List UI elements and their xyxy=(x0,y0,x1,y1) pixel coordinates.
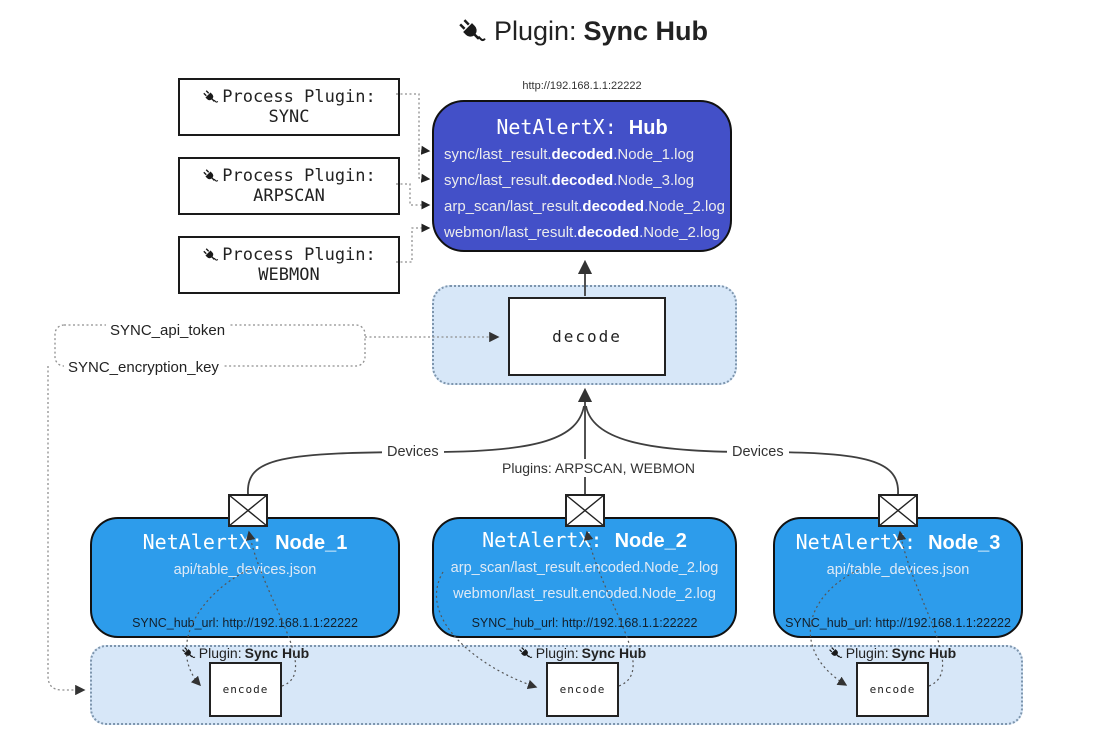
edge-sync-to-hub-1 xyxy=(396,93,431,155)
process-plugin-webmon: Process Plugin: WEBMON xyxy=(178,236,400,294)
hub-log-line: sync/last_result.decoded.Node_1.log xyxy=(444,146,695,163)
decode-box: decode xyxy=(508,297,666,376)
edge-sync-to-hub-2 xyxy=(418,150,431,183)
encode-box: encode xyxy=(856,662,929,717)
encode-section-label: Plugin: Sync Hub xyxy=(482,645,682,661)
encode-section-label: Plugin: Sync Hub xyxy=(145,645,345,661)
plug-icon xyxy=(199,243,223,267)
encode-box: encode xyxy=(546,662,619,717)
edge-label-plugins: Plugins: ARPSCAN, WEBMON xyxy=(497,459,700,477)
plug-icon xyxy=(178,642,199,663)
hub-log-line: arp_scan/last_result.decoded.Node_2.log xyxy=(444,198,725,215)
edge-label-devices-left: Devices xyxy=(382,443,444,461)
node-3-box: NetAlertX: Node_3 api/table_devices.json… xyxy=(773,517,1023,638)
plug-icon xyxy=(451,10,493,52)
process-plugin-label: Process Plugin: xyxy=(222,166,376,186)
node-footer: SYNC_hub_url: http://192.168.1.1:22222 xyxy=(471,616,698,630)
edge-webmon-to-hub xyxy=(396,223,431,263)
process-plugin-sync: Process Plugin: SYNC xyxy=(178,78,400,136)
node-line: api/table_devices.json xyxy=(173,562,317,578)
hub-box: NetAlertX: Hub sync/last_result.decoded.… xyxy=(432,100,732,252)
plug-icon xyxy=(515,642,536,663)
plug-icon xyxy=(199,164,223,188)
node-title: NetAlertX: Node_1 xyxy=(142,530,348,554)
plug-icon xyxy=(199,85,223,109)
node-line: api/table_devices.json xyxy=(826,562,970,578)
node-line: webmon/last_result.encoded.Node_2.log xyxy=(453,586,716,602)
edge-label-devices-right: Devices xyxy=(727,443,789,461)
node-footer: SYNC_hub_url: http://192.168.1.1:22222 xyxy=(785,616,1011,630)
envelope-icon xyxy=(878,494,918,527)
process-plugin-arpscan: Process Plugin: ARPSCAN xyxy=(178,157,400,215)
encode-box: encode xyxy=(209,662,282,717)
envelope-icon xyxy=(228,494,268,527)
page-title-bold: Sync Hub xyxy=(583,16,709,46)
edge-arpscan-to-hub xyxy=(396,183,431,210)
process-plugin-name: WEBMON xyxy=(258,265,320,285)
page-title-prefix: Plugin: xyxy=(493,16,577,46)
hub-title: NetAlertX: Hub xyxy=(496,115,668,139)
page-title: Plugin: Sync Hub xyxy=(50,16,1115,47)
env-encryption-key-label: SYNC_encryption_key xyxy=(64,359,223,376)
node-line: arp_scan/last_result.encoded.Node_2.log xyxy=(450,560,719,576)
edge-key-to-encode-panel xyxy=(47,366,86,696)
node-title: NetAlertX: Node_3 xyxy=(795,530,1001,554)
node-title: NetAlertX: Node_2 xyxy=(482,528,687,552)
encode-section-label: Plugin: Sync Hub xyxy=(792,645,992,661)
node-1-box: NetAlertX: Node_1 api/table_devices.json… xyxy=(90,517,400,638)
hub-url: http://192.168.1.1:22222 xyxy=(522,80,642,92)
plug-icon xyxy=(825,642,846,663)
node-footer: SYNC_hub_url: http://192.168.1.1:22222 xyxy=(132,616,358,630)
node-2-box: NetAlertX: Node_2 arp_scan/last_result.e… xyxy=(432,517,737,638)
hub-log-line: sync/last_result.decoded.Node_3.log xyxy=(444,172,695,189)
process-plugin-name: SYNC xyxy=(268,107,310,127)
process-plugin-label: Process Plugin: xyxy=(222,245,376,265)
env-api-token-label: SYNC_api_token xyxy=(106,322,230,339)
process-plugin-name: ARPSCAN xyxy=(253,186,325,206)
envelope-icon xyxy=(565,494,605,527)
hub-log-line: webmon/last_result.decoded.Node_2.log xyxy=(444,224,720,241)
process-plugin-label: Process Plugin: xyxy=(222,87,376,107)
